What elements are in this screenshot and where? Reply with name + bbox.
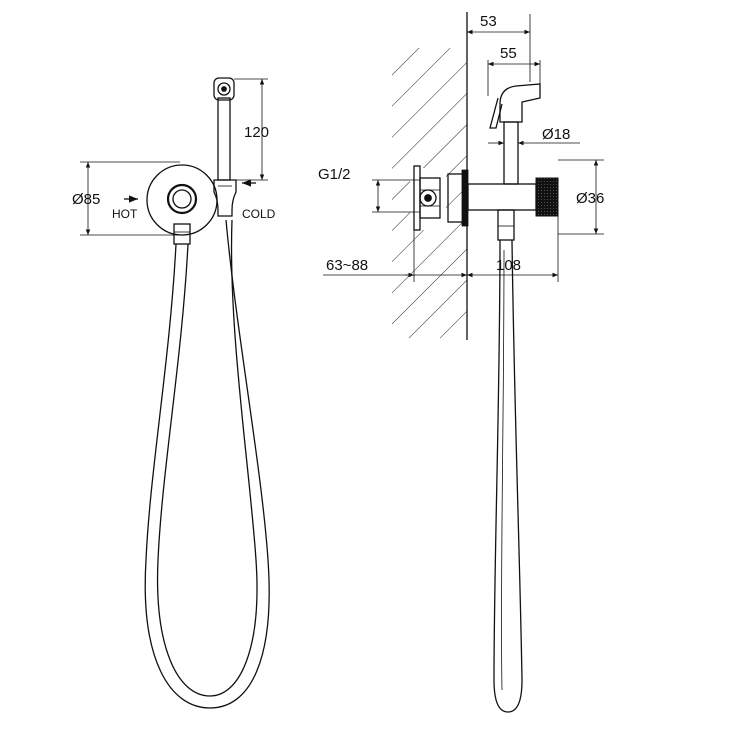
side-outlet-fitting [497,209,515,241]
knurled-handle [535,177,559,217]
holder-height-text: 120 [244,124,269,141]
thread-text: G1/2 [318,166,351,183]
holder-bracket [213,179,237,217]
hot-label: HOT [112,207,138,221]
front-view: HOT COLD Ø85 120 [72,77,276,709]
cold-label: COLD [242,207,276,221]
installation-depth-text: 63~88 [326,257,368,274]
hose-loop [144,219,270,709]
valve-body [467,183,537,211]
holder-stem [503,121,519,185]
wall-to-holder-text: 53 [480,13,497,30]
sprayer-head [213,77,235,101]
side-view: 53 55 Ø18 G1/2 Ø36 63~88 108 [318,12,604,713]
hose-outlet-fitting [173,223,191,245]
hose-diameter-text: Ø18 [542,126,570,143]
sprayer-nozzle [217,82,231,96]
plate-diameter-text: Ø85 [72,191,100,208]
sprayer-stem [217,97,231,181]
holder-head [499,83,541,123]
handle-diameter-text: Ø36 [576,190,604,207]
valve-inner-ring [172,189,192,209]
projection-text: 108 [496,257,521,274]
side-hose [493,239,523,713]
valve-outer-ring [166,183,198,215]
holder-depth-text: 55 [500,45,517,62]
